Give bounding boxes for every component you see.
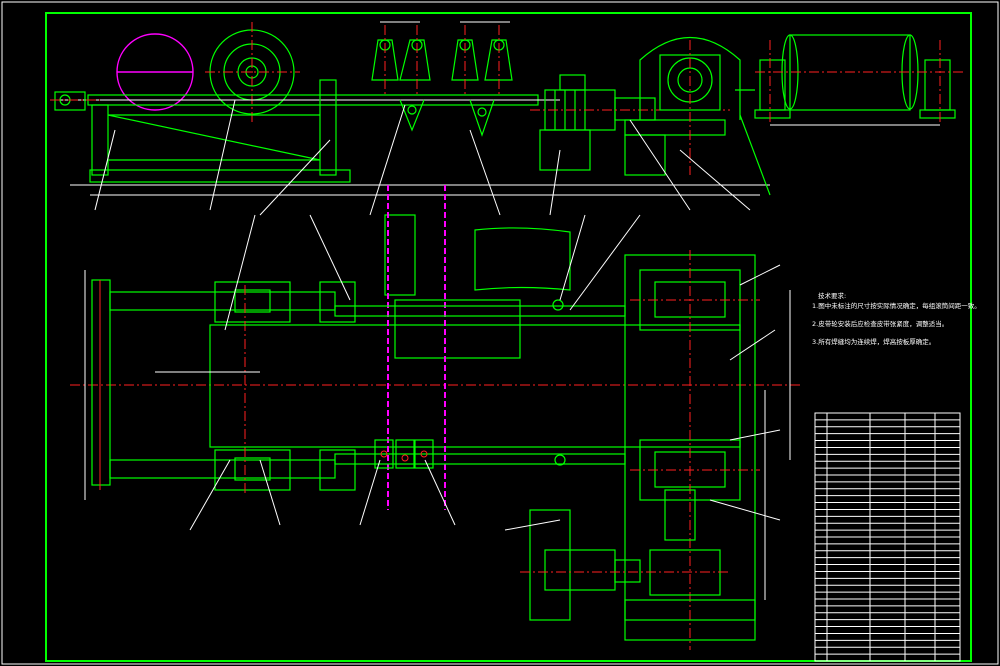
gear-housing: [639, 36, 741, 120]
parts-list-table: [814, 412, 961, 662]
technical-notes: 技术要求: 1.图中未标注的尺寸按实际情况确定，每组滚筒间距一致。 2.皮带轮安…: [812, 291, 981, 346]
motor-plan: [544, 549, 616, 591]
elevation-view: [50, 21, 965, 216]
notes-heading: 技术要求:: [818, 291, 846, 300]
note-line-1: 1.图中未标注的尺寸按实际情况确定，每组滚筒间距一致。: [812, 301, 981, 310]
plan-leaders: [189, 214, 781, 531]
belt-body: [209, 324, 741, 448]
roller-set-2: [451, 25, 513, 137]
roller-set-1: [371, 25, 431, 132]
bearing-row: [374, 299, 566, 469]
note-line-3: 3.所有焊缝均为连续焊，焊高按板厚确定。: [812, 337, 935, 346]
note-line-2: 2.皮带轮安装后应检查皮带张紧度，调整适当。: [812, 319, 948, 328]
left-end-frame: [91, 279, 111, 486]
drawing-frame: [45, 12, 972, 662]
pulley-end-view: [754, 34, 965, 126]
plan-view: [70, 185, 800, 650]
elevation-leaders: [94, 99, 751, 216]
